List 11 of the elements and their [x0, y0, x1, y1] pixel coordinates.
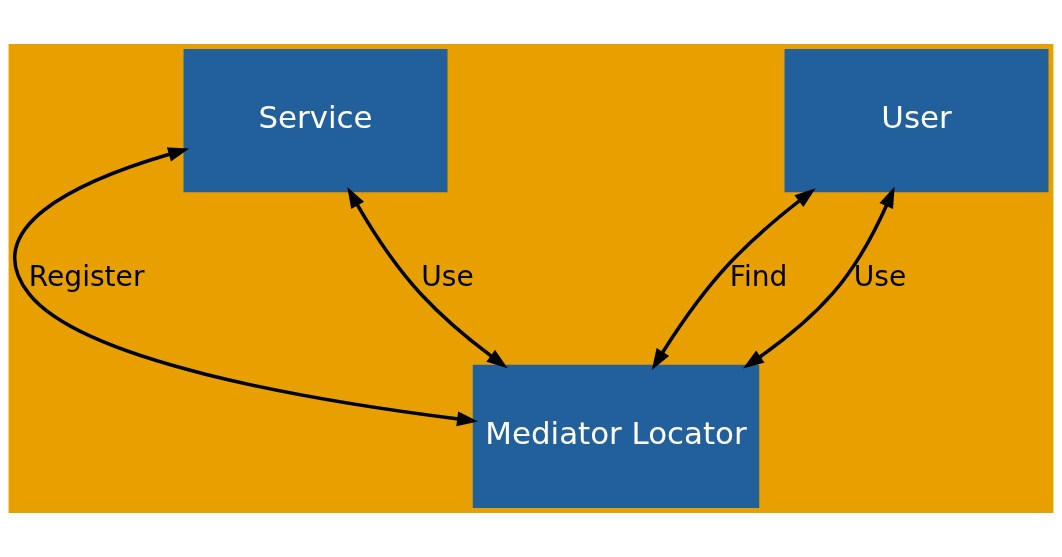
- edge-label: Register: [28, 259, 145, 293]
- edge-label: Use: [853, 259, 907, 293]
- arrow: [742, 186, 895, 369]
- node-box: Service: [183, 48, 448, 193]
- node-box: User: [784, 48, 1049, 193]
- arrow: [347, 186, 508, 369]
- edge-label: Find: [729, 259, 788, 293]
- node-box: Mediator Locator: [472, 364, 760, 509]
- edge-label: Use: [421, 259, 474, 293]
- arrow: [651, 188, 816, 370]
- arrow: [13, 147, 479, 427]
